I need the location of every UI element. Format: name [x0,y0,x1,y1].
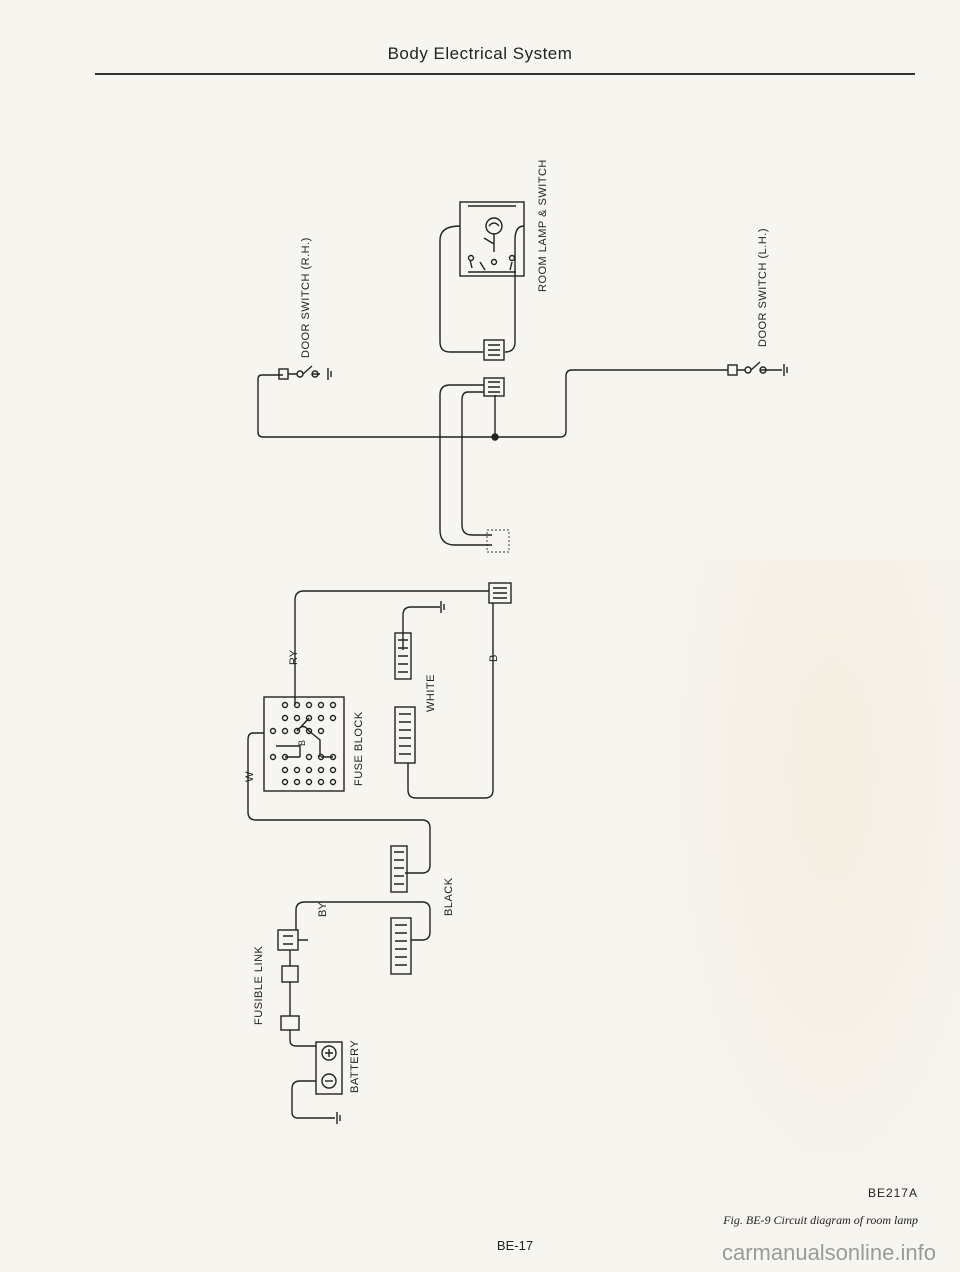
black-connector-bottom-pins [395,924,407,966]
wire-w [247,732,431,874]
fuse-block-body [263,696,345,792]
door-switch-lh-connector [727,364,738,376]
header-rule [95,73,915,75]
harness-connector-pins [488,381,500,393]
door-switch-rh-terminal [296,370,304,378]
ry-connector [488,582,512,604]
wire-black-loop [336,901,431,941]
battery-cable-clamp [280,1015,300,1031]
wire-door-switch-rh [257,369,728,438]
white-connector-top [394,632,412,680]
wire-harness-loop [439,384,492,546]
door-switch-lh-terminal [759,366,767,374]
room-lamp-filament [488,222,500,227]
wire-ry [294,590,489,700]
page-number: BE-17 [496,1238,534,1253]
page-title: Body Electrical System [387,44,573,63]
wire-battery-positive [289,1030,316,1047]
harness-connector-lower [486,529,510,553]
label-wire-w: W [244,771,256,782]
ry-connector-pins [493,587,507,599]
label-fuse-block: FUSE BLOCK [353,711,365,786]
wire-by [295,901,336,930]
fusible-link-connector [281,965,299,983]
label-wire-b: B [488,655,500,662]
label-fusible-link: FUSIBLE LINK [253,945,265,1025]
fuse-block-links [276,700,333,758]
room-lamp-bulb [485,217,503,235]
paper-stain [640,560,960,1260]
room-lamp-switch [469,234,513,271]
room-lamp-connector [483,339,505,361]
watermark: carmanualsonline.info [721,1240,936,1265]
door-switch-rh-contact [288,365,332,380]
door-switch-rh-connector [278,368,289,380]
label-wire-ry: RY [288,649,300,665]
label-door-switch-lh: DOOR SWITCH (L.H.) [757,228,769,347]
figure-caption: Fig. BE-9 Circuit diagram of room lamp [723,1213,918,1227]
fusible-link-housing [277,929,299,951]
room-lamp-terminal [467,254,475,262]
fusible-link-element [283,935,308,945]
door-switch-rh-terminal [311,370,319,378]
black-connector-top-pins [394,851,404,885]
harness-connector [483,377,505,397]
label-fuse-b: B [297,740,307,746]
label-room-lamp-switch: ROOM LAMP & SWITCH [537,159,549,292]
wire-white-ground [402,601,445,650]
room-lamp-wiring [439,225,525,353]
battery-body [315,1041,343,1095]
room-lamp-inner [468,205,516,273]
fuse-block-terminals [269,701,337,786]
room-lamp-terminal [490,258,498,266]
battery-positive-terminal [321,1045,337,1061]
black-connector-top [390,845,408,893]
figure-code: BE217A [867,1186,918,1200]
label-door-switch-rh: DOOR SWITCH (R.H.) [300,237,312,358]
white-connector-bottom-pins [399,713,411,755]
white-connector-top-pins [398,639,408,673]
battery-negative-terminal [321,1073,337,1089]
room-lamp-connector-pins [488,344,500,356]
label-white: WHITE [425,674,437,712]
label-wire-by: BY [317,902,329,917]
wire-battery-ground [291,1080,341,1124]
label-black: BLACK [443,877,455,916]
door-switch-lh-contact [737,361,788,376]
black-connector-bottom [390,917,412,975]
battery-positive-symbol [325,1049,333,1057]
white-connector-bottom [394,706,416,764]
room-lamp-terminal [508,254,516,262]
wire-b [407,603,494,799]
label-battery: BATTERY [349,1040,361,1093]
door-switch-lh-terminal [744,366,752,374]
room-lamp-housing [459,201,525,277]
